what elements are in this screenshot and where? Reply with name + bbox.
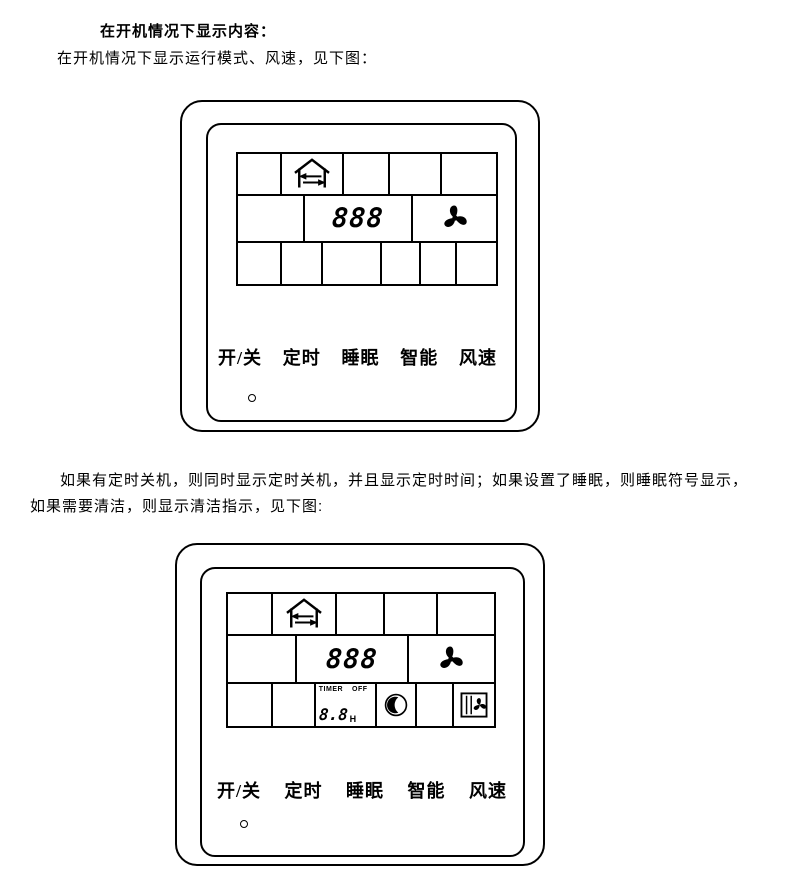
lcd-cell	[238, 242, 282, 285]
button-sleep: 睡眠	[345, 781, 384, 801]
lcd-cell	[323, 242, 383, 285]
button-label-row: 开/关 定时 睡眠 智能 风速	[217, 777, 507, 803]
power-led	[240, 820, 248, 828]
control-panel-timer: 888	[175, 543, 545, 866]
control-panel-on: 888	[180, 100, 540, 432]
house-ventilation-icon	[294, 158, 330, 188]
panel-face: 888	[206, 123, 517, 422]
lcd-cell-temperature: 888	[297, 636, 409, 682]
button-fan-speed: 风速	[468, 781, 507, 801]
lcd-cell	[442, 154, 496, 194]
lcd-cell	[457, 243, 496, 284]
lcd-cell	[273, 683, 316, 726]
button-smart: 智能	[407, 781, 446, 801]
lcd-row-top	[238, 154, 496, 196]
lcd-cell	[337, 594, 385, 635]
timer-digits: 8.8	[318, 705, 349, 724]
lcd-cell-mode	[282, 154, 344, 194]
fan-icon	[440, 646, 464, 668]
lcd-row-middle: 888	[238, 195, 496, 243]
lcd-cell	[344, 154, 391, 194]
timer-off-labels: TIMER OFF	[319, 686, 368, 693]
button-power: 开/关	[218, 348, 263, 368]
button-fan-speed: 风速	[458, 348, 497, 368]
clean-filter-icon	[460, 692, 488, 718]
fan-icon	[444, 205, 467, 227]
lcd-display: 888	[236, 152, 498, 286]
temperature-digits: 888	[331, 202, 386, 234]
house-ventilation-icon	[286, 598, 322, 628]
panel-face: 888	[200, 567, 525, 857]
body-paragraph: 如果有定时关机，则同时显示定时关机，并且显示定时时间；如果设置了睡眠，则睡眠符号…	[30, 472, 749, 515]
lcd-cell-sleep	[377, 683, 417, 726]
lcd-cell	[438, 594, 494, 634]
lcd-cell-clean	[454, 684, 494, 726]
button-power: 开/关	[217, 781, 262, 801]
lcd-cell	[385, 594, 439, 635]
temperature-digits: 888	[325, 643, 379, 675]
lcd-cell-fan	[413, 196, 496, 241]
lcd-cell	[390, 154, 442, 194]
sleep-moon-icon	[384, 693, 408, 717]
hour-unit: H	[349, 714, 357, 724]
button-timer: 定时	[282, 348, 321, 368]
lcd-cell	[228, 594, 274, 635]
button-sleep: 睡眠	[341, 348, 380, 368]
lcd-cell-temperature: 888	[305, 195, 414, 241]
intro-text: 在开机情况下显示运行模式、风速，见下图：	[57, 50, 378, 67]
lcd-row-middle: 888	[228, 636, 494, 684]
lcd-cell	[238, 154, 282, 194]
button-timer: 定时	[284, 781, 323, 801]
lcd-row-top	[228, 594, 494, 637]
section-heading: 在开机情况下显示内容：	[100, 23, 277, 40]
lcd-cell	[228, 683, 274, 726]
button-smart: 智能	[400, 348, 439, 368]
lcd-cell-fan	[409, 636, 494, 682]
lcd-cell	[282, 242, 324, 285]
off-label: OFF	[352, 685, 368, 693]
lcd-cell	[228, 636, 298, 682]
lcd-cell-mode	[273, 594, 338, 635]
button-label-row: 开/关 定时 睡眠 智能 风速	[218, 344, 497, 370]
lcd-cell	[421, 242, 458, 285]
lcd-cell	[382, 242, 422, 285]
lcd-cell	[238, 195, 306, 241]
lcd-display: 888	[226, 592, 496, 728]
timer-label: TIMER	[318, 685, 344, 693]
power-led	[248, 394, 256, 402]
lcd-cell	[417, 683, 455, 726]
lcd-row-bottom	[238, 242, 496, 285]
